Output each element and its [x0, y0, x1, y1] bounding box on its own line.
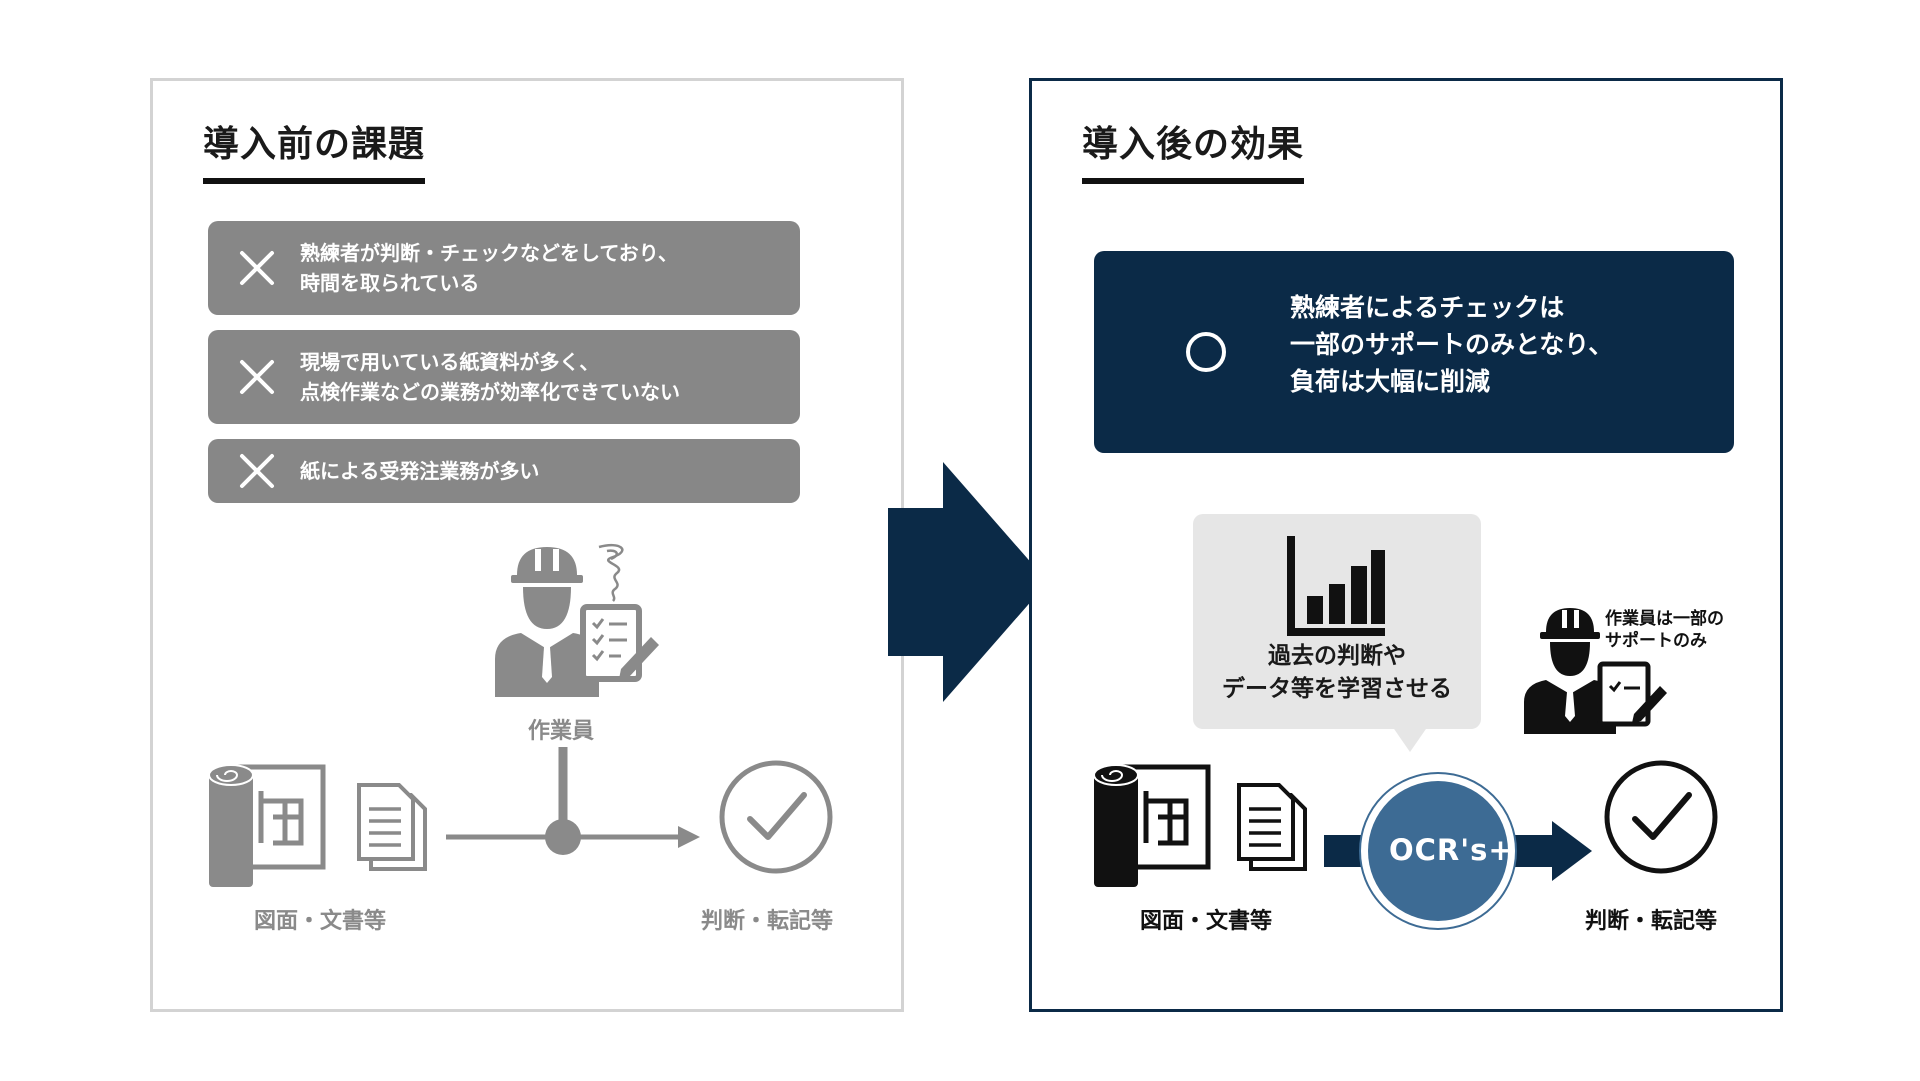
ocr-label: OCR's+ — [1389, 833, 1514, 867]
worker-label: 作業員 — [528, 719, 595, 744]
bubble-tail — [1392, 726, 1428, 752]
dizzy-swirl-icon — [598, 543, 624, 602]
issue-item-3: 紙による受発注業務が多い — [208, 439, 800, 503]
right-arrow-icon — [888, 462, 1048, 702]
check-circle-icon — [719, 760, 833, 874]
issue-text-2: 現場で用いている紙資料が多く、 点検作業などの業務が効率化できていない — [300, 350, 680, 404]
result-label: 判断・転記等 — [1585, 909, 1718, 934]
before-heading: 導入前の課題 — [203, 123, 426, 185]
issue-text-1: 熟練者が判断・チェックなどをしており、 時間を取られている — [300, 241, 678, 295]
check-circle-icon — [1604, 760, 1718, 874]
learning-bubble: 過去の判断や データ等を学習させる — [1193, 514, 1481, 729]
bubble-text: 過去の判断や データ等を学習させる — [1222, 643, 1452, 702]
before-panel: 導入前の課題 熟練者が判断・チェックなどをしており、 時間を取られている 現場で… — [150, 78, 904, 1012]
after-heading: 導入後の効果 — [1082, 123, 1305, 185]
flow-connector-arrow — [446, 747, 700, 855]
worker-icon — [1524, 608, 1667, 734]
circle-icon — [1186, 332, 1226, 372]
cross-icon — [240, 251, 274, 285]
effect-box: 熟練者によるチェックは 一部のサポートのみとなり、 負荷は大幅に削減 — [1094, 251, 1734, 453]
result-label: 判断・転記等 — [701, 909, 834, 934]
effect-text: 熟練者によるチェックは 一部のサポートのみとなり、 負荷は大幅に削減 — [1290, 293, 1614, 396]
document-icon — [357, 783, 427, 871]
issue-text-3: 紙による受発注業務が多い — [300, 459, 540, 483]
cross-icon — [240, 360, 274, 394]
document-icon — [1237, 783, 1307, 871]
docs-label: 図面・文書等 — [1140, 909, 1273, 934]
worker-note: 作業員は一部の サポートのみ — [1605, 609, 1724, 651]
cross-icon — [240, 454, 274, 488]
bar-chart-icon — [1287, 536, 1385, 636]
worker-icon — [495, 543, 659, 697]
issue-item-2: 現場で用いている紙資料が多く、 点検作業などの業務が効率化できていない — [208, 330, 800, 424]
after-panel: 導入後の効果 熟練者によるチェックは 一部のサポートのみとなり、 負荷は大幅に削… — [1029, 78, 1783, 1012]
docs-label: 図面・文書等 — [254, 909, 387, 934]
blueprint-roll-icon — [1093, 764, 1211, 887]
issue-item-1: 熟練者が判断・チェックなどをしており、 時間を取られている — [208, 221, 800, 315]
blueprint-roll-icon — [208, 764, 326, 887]
ocr-flow-arrow — [1324, 772, 1592, 930]
